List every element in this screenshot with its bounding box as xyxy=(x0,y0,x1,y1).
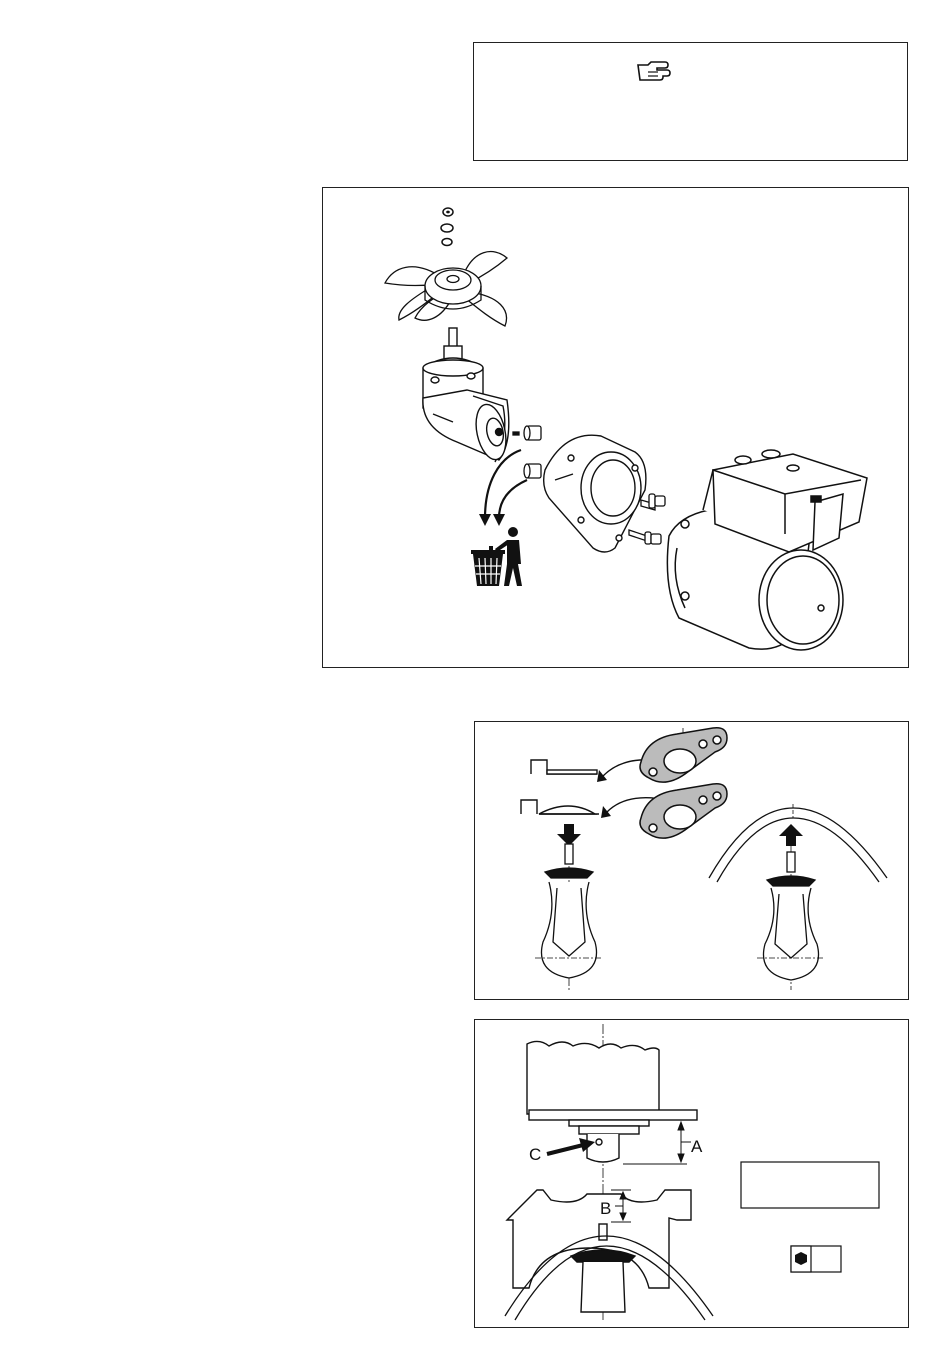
value-box xyxy=(741,1162,879,1208)
trash-bin-icon xyxy=(471,527,522,586)
gasket-bulb-drawing xyxy=(475,722,910,1001)
light-bulb-icon xyxy=(535,838,603,990)
label-c: C xyxy=(529,1145,541,1164)
flat-gasket-profile xyxy=(531,760,597,774)
nut-icon xyxy=(441,208,453,246)
gasket-bulb-figure xyxy=(474,721,909,1000)
fan-icon xyxy=(385,252,507,326)
lamp-housing xyxy=(527,1041,697,1162)
discard-arrows xyxy=(485,450,527,518)
hydraulic-pump-icon xyxy=(423,328,511,462)
exploded-view-drawing xyxy=(323,188,910,669)
electric-motor-icon xyxy=(667,450,867,650)
label-a: A xyxy=(691,1137,703,1156)
dimension-drawing: A C B xyxy=(475,1020,910,1329)
label-b: B xyxy=(600,1199,611,1218)
hex-key-icon xyxy=(791,1246,841,1272)
dimension-figure: A C B xyxy=(474,1019,909,1328)
pointing-hand-icon xyxy=(634,59,674,83)
curved-gasket-profile xyxy=(521,800,599,814)
light-bulb-icon xyxy=(757,846,825,990)
exploded-view-figure xyxy=(322,187,909,668)
gasket-icon xyxy=(640,784,727,838)
reflector-icon xyxy=(709,804,887,882)
note-box xyxy=(473,42,908,161)
up-arrow-icon xyxy=(779,824,803,846)
gasket-icon xyxy=(640,728,727,782)
